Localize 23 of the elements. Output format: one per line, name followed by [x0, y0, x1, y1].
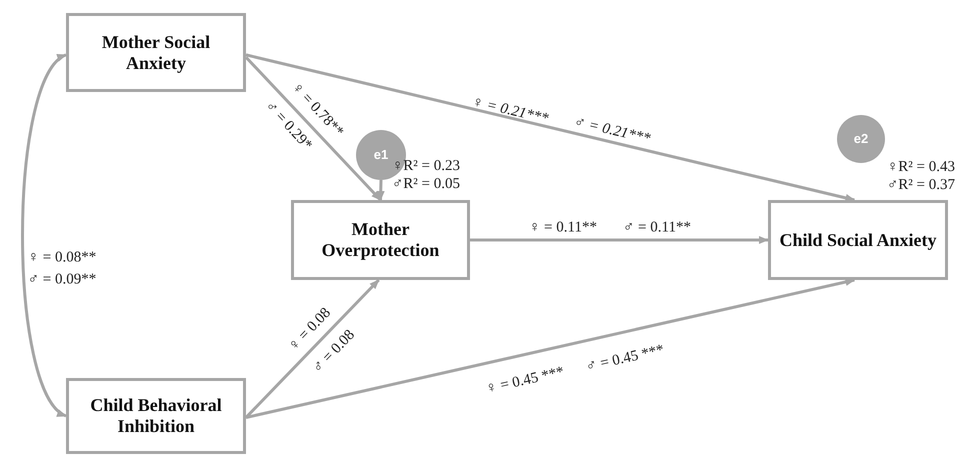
variable-box: Child Behavioral Inhibition: [66, 378, 246, 454]
r-squared-label: ♂R² = 0.37: [887, 176, 955, 194]
arrow: [244, 278, 380, 419]
variable-box: Mother Social Anxiety: [66, 13, 246, 92]
arrow: [21, 54, 67, 418]
arrow: [244, 56, 382, 202]
coefficient-label: ♂ = 0.11**: [622, 220, 692, 236]
arrow: [470, 236, 769, 244]
variable-box: Mother Overprotection: [291, 200, 470, 280]
arrow: [376, 180, 385, 201]
r-squared-label: ♂R² = 0.05: [392, 175, 460, 193]
r-squared-label: ♀R² = 0.23: [392, 157, 460, 175]
arrow: [246, 53, 856, 202]
r-squared-label: ♀R² = 0.43: [887, 158, 955, 176]
edge-label: ♀ = 0.21***: [470, 94, 551, 128]
edge-label: ♀ = 0.08**: [26, 250, 98, 266]
coefficient-label: ♂ = 0.21***: [572, 114, 653, 148]
edge-label: ♀ = 0.11**: [528, 220, 598, 236]
coefficient-label: ♂ = 0.09**: [26, 272, 98, 288]
edge-label: ♀ = 0.45 ***: [483, 364, 567, 398]
variable-box: Child Social Anxiety: [768, 200, 948, 280]
arrow: [246, 278, 856, 419]
coefficient-label: ♂ = 0.45 ***: [583, 342, 667, 376]
